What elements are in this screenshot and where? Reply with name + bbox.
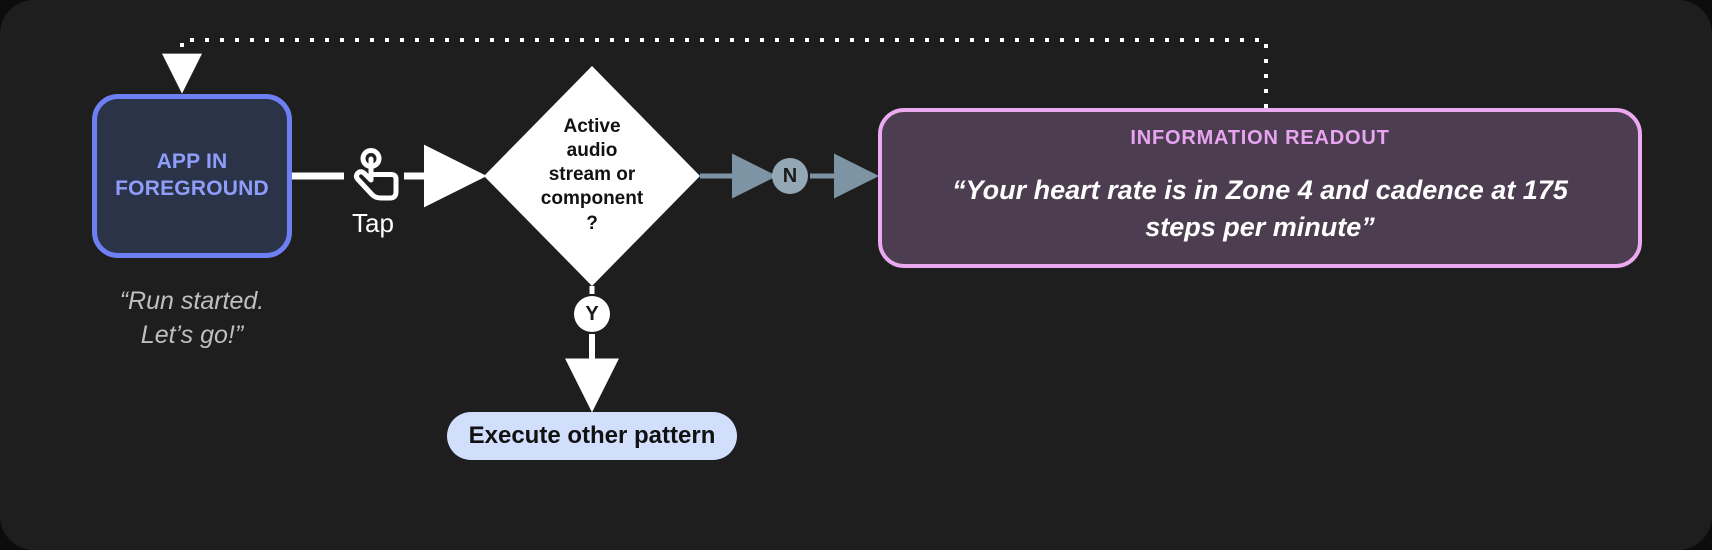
branch-badge-yes-label: Y [585,302,599,325]
node-app-in-foreground[interactable]: APP IN FOREGROUND [92,94,292,258]
decision-diamond [484,66,700,286]
node-information-readout[interactable]: INFORMATION READOUT “Your heart rate is … [878,108,1642,268]
tap-label: Tap [352,208,394,238]
information-readout-body: “Your heart rate is in Zone 4 and cadenc… [952,175,1568,242]
app-in-foreground-label: APP IN FOREGROUND [115,150,269,200]
branch-badge-no: N [772,158,808,194]
information-readout-title: INFORMATION READOUT [1130,127,1390,150]
branch-badge-yes: Y [574,296,610,332]
execute-other-pattern-label: Execute other pattern [468,422,716,449]
app-in-foreground-caption: “Run started. Let’s go!” [119,287,265,349]
connector-feedback-loop [162,38,1268,108]
tap-gesture-icon [345,147,403,207]
node-execute-other-pattern[interactable]: Execute other pattern [447,412,737,460]
decision-label: Active audio stream or component ? [540,116,644,234]
branch-badge-no-label: N [782,164,798,187]
